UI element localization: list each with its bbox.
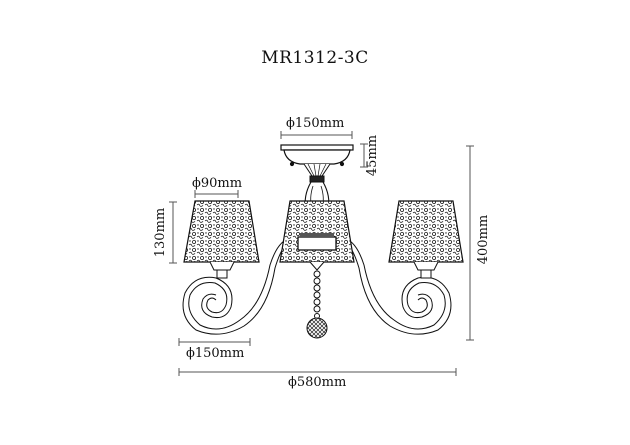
shade-height-label: 130mm xyxy=(153,207,169,258)
model-title: MR1312-3C xyxy=(261,48,369,68)
total-height-label: 400mm xyxy=(476,214,492,265)
scroll-width-line xyxy=(178,338,251,346)
total-height-line xyxy=(466,145,474,341)
canopy-height-line xyxy=(360,143,368,168)
arms xyxy=(182,237,452,335)
shade-height-line xyxy=(169,201,177,264)
total-diameter-label: ϕ580mm xyxy=(288,375,347,390)
center-shade xyxy=(279,200,355,263)
crystal-pendant xyxy=(306,261,328,339)
scroll-width-label: ϕ150mm xyxy=(186,346,245,361)
right-shade xyxy=(388,200,464,279)
left-shade xyxy=(183,200,260,279)
canopy-height-label: 45mm xyxy=(365,134,381,177)
shade-diameter-line xyxy=(194,190,239,198)
shade-diameter-label: ϕ90mm xyxy=(192,176,243,191)
canopy-diameter-label: ϕ150mm xyxy=(286,116,345,131)
canopy-dimension-line xyxy=(280,131,353,139)
total-diameter-line xyxy=(178,368,457,376)
